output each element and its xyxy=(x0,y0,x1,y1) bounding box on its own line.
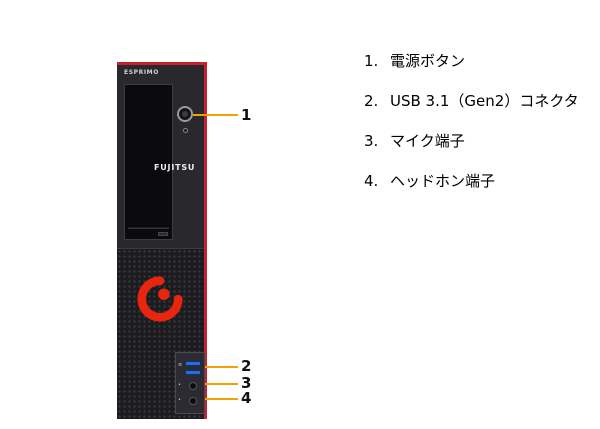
callout-legend-list: 1. 電源ボタン 2. USB 3.1（Gen2）コネクタ 3. マイク端子 4… xyxy=(364,50,579,192)
power-button xyxy=(177,106,193,122)
esprimo-model-label: ESPRIMO xyxy=(124,69,159,76)
legend-item-number: 2. xyxy=(364,92,379,110)
legend-item-label: 電源ボタン xyxy=(390,52,466,70)
callout-number-3: 3 xyxy=(241,374,252,392)
callout-number-4: 4 xyxy=(241,389,252,407)
disk-access-led-icon xyxy=(183,128,188,133)
usb-port-upper xyxy=(185,361,201,366)
optical-drive-eject-button xyxy=(158,232,168,236)
legend-item-usb-connector: 2. USB 3.1（Gen2）コネクタ xyxy=(364,90,579,112)
tower-red-trim-right xyxy=(204,62,207,419)
callout-line-2 xyxy=(205,366,238,368)
microphone-jack xyxy=(189,382,197,390)
legend-item-number: 4. xyxy=(364,172,379,190)
microphone-icon: • xyxy=(178,382,181,388)
usb-symbol-icon: ≡ xyxy=(178,362,183,368)
callout-number-1: 1 xyxy=(241,106,252,124)
headphone-icon: • xyxy=(178,397,181,403)
legend-item-label: ヘッドホン端子 xyxy=(390,172,496,190)
computer-tower-illustration: ESPRIMO FUJITSU ≡ • • xyxy=(117,62,207,419)
legend-item-label: マイク端子 xyxy=(390,132,465,150)
legend-item-mic-jack: 3. マイク端子 xyxy=(364,130,579,152)
legend-item-label: USB 3.1（Gen2）コネクタ xyxy=(390,92,579,110)
callout-line-3 xyxy=(205,383,238,385)
legend-item-power-button: 1. 電源ボタン xyxy=(364,50,579,72)
callout-line-4 xyxy=(205,398,238,400)
usb-port-lower xyxy=(185,370,201,375)
optical-drive-bay xyxy=(124,84,173,240)
headphone-jack xyxy=(189,397,197,405)
legend-item-number: 1. xyxy=(364,52,379,70)
legend-item-number: 3. xyxy=(364,132,379,150)
optical-drive-tray-seam xyxy=(128,227,169,229)
front-port-panel: ≡ • • xyxy=(175,352,205,414)
fujitsu-brand-text: FUJITSU xyxy=(154,163,196,172)
fujitsu-infinity-logo-icon xyxy=(137,276,183,322)
legend-item-headphone-jack: 4. ヘッドホン端子 xyxy=(364,170,579,192)
callout-line-1 xyxy=(193,114,238,116)
tower-red-trim-top xyxy=(117,62,207,65)
callout-number-2: 2 xyxy=(241,357,252,375)
